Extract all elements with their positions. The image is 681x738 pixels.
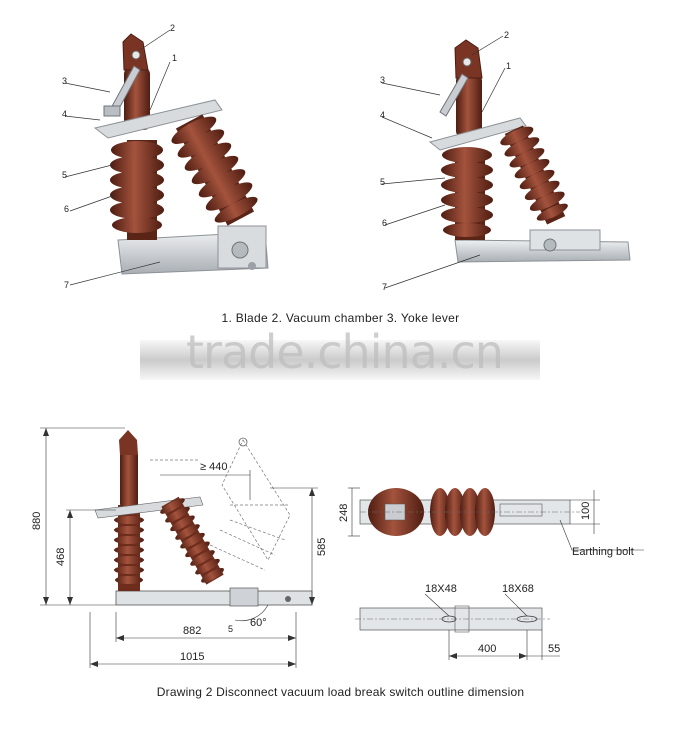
left-label-3: 3 [62, 76, 67, 86]
right-label-1: 1 [506, 61, 511, 71]
left-label-2: 2 [170, 23, 175, 33]
dim-400: 400 [478, 643, 496, 655]
top-view: 248 100 Earthing bolt [338, 487, 644, 558]
right-label-6: 6 [382, 218, 387, 228]
dim-1015: 1015 [180, 651, 204, 663]
left-label-6: 6 [64, 204, 69, 214]
dim-440: ≥ 440 [200, 461, 227, 473]
photo-right: 2 1 3 4 5 6 7 [380, 30, 631, 292]
hole-18x48: 18X48 [425, 583, 457, 595]
caption-bottom: Drawing 2 Disconnect vacuum load break s… [156, 685, 525, 699]
right-label-3: 3 [380, 75, 385, 85]
left-label-4: 4 [62, 109, 67, 119]
dim-585: 585 [316, 538, 328, 556]
watermark-band [140, 340, 540, 380]
photo-left: 2 1 3 4 5 6 7 [62, 23, 269, 290]
right-label-5: 5 [380, 177, 385, 187]
dim-882: 882 [183, 625, 201, 637]
left-insulator [110, 140, 164, 240]
right-label-2: 2 [504, 30, 509, 40]
right-tilted-insulator [171, 114, 258, 226]
left-label-1: 1 [172, 53, 177, 63]
right-label-4: 4 [380, 110, 385, 120]
dim-468: 468 [55, 548, 67, 566]
left-label-5: 5 [62, 170, 67, 180]
caption-top: 1. Blade 2. Vacuum chamber 3. Yoke lever [221, 311, 460, 325]
base-plate-detail: 18X48 18X68 400 55 [355, 583, 560, 660]
right-photo-tilted-insulator [500, 125, 568, 225]
right-label-7: 7 [382, 282, 387, 292]
hole-18x68: 18X68 [502, 583, 534, 595]
outline-drawing: 880 468 ≥ 440 585 882 1015 60° 5 [31, 427, 328, 668]
dim-248: 248 [338, 504, 350, 522]
left-label-7: 7 [64, 280, 69, 290]
dim-5: 5 [228, 624, 233, 634]
earthing-bolt-label: Earthing bolt [572, 546, 634, 558]
dim-880: 880 [31, 512, 43, 530]
dim-100: 100 [580, 502, 592, 520]
watermark-text: trade.china.cn [186, 325, 504, 379]
dim-angle: 60° [250, 617, 267, 629]
dim-55: 55 [548, 643, 560, 655]
right-photo-insulator [441, 147, 493, 240]
